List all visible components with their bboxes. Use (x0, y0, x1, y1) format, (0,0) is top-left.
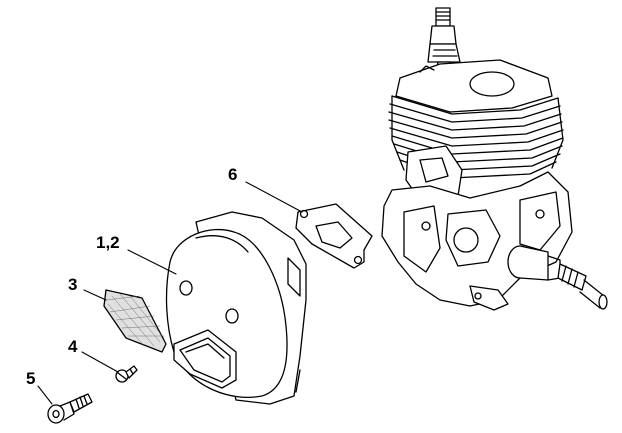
screw-small (115, 365, 138, 383)
bolt (47, 393, 93, 424)
callout-4: 4 (68, 337, 78, 356)
leader-3 (83, 289, 107, 301)
spark-arrestor-screen (103, 289, 167, 353)
engine-assembly (381, 7, 608, 311)
crankcase (381, 171, 573, 311)
leader-lines (37, 181, 303, 405)
callout-5: 5 (26, 369, 36, 388)
callout-6: 6 (228, 165, 238, 184)
muffler-gasket (295, 203, 373, 269)
leader-5 (37, 385, 53, 405)
callout-1-2: 1,2 (96, 233, 120, 252)
leader-1-2 (127, 249, 177, 275)
callout-3: 3 (68, 275, 78, 294)
crankshaft (507, 245, 608, 310)
muffler (165, 211, 307, 405)
leader-6 (245, 181, 303, 213)
leader-4 (81, 351, 119, 373)
